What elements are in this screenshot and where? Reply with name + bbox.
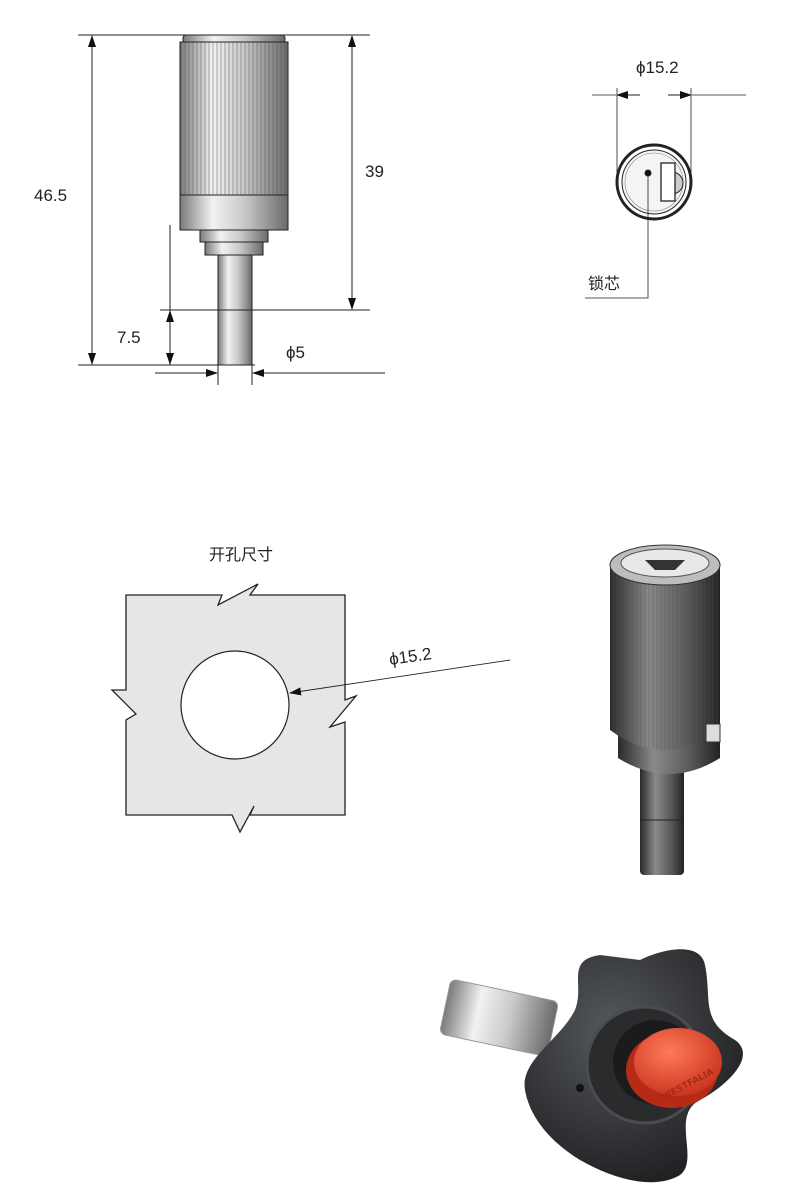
dimension-label-body-length: 39 [365,162,384,181]
dimension-label-shaft-length: 7.5 [117,328,141,347]
front-diameter-label: ϕ15.2 [636,58,679,77]
dimension-label-overall-length: 46.5 [34,186,67,205]
hole-leader-line [289,659,511,696]
panel-cutout [110,583,511,834]
lock-core-leader-line [585,176,649,299]
cylinder-3d-render [609,544,721,875]
front-view [585,88,746,299]
side-view [78,34,385,385]
mounting-hole [180,650,290,760]
cutout-diameter-label: ϕ15.2 [388,644,433,669]
dimension-label-shaft-diameter: ϕ5 [286,343,305,362]
star-knob-photo: WESTFALIA [440,949,743,1183]
lock-core-label: 锁芯 [588,274,620,293]
cutout-title: 开孔尺寸 [209,545,273,564]
cylinder-side-drawing [179,34,289,366]
